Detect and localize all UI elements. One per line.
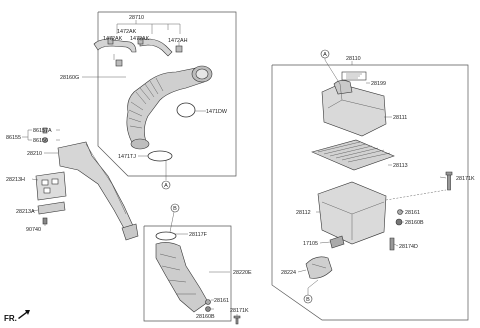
duct-frame [143, 225, 232, 322]
part-86157A[interactable]: 86157A [33, 128, 52, 134]
hose-assembly-frame [97, 11, 237, 177]
nut-86156[interactable] [42, 137, 48, 143]
bolt-28171K-right[interactable] [445, 171, 453, 191]
air-cleaner-frame [271, 64, 469, 321]
part-1471DW[interactable]: 1471DW [206, 109, 228, 115]
callout-a-right: A [320, 49, 330, 59]
bracket-28213A[interactable] [37, 201, 66, 215]
part-28213H[interactable]: 28213H [6, 177, 25, 183]
part-28161-lower[interactable]: 28161 [214, 298, 229, 304]
leader-lines [22, 20, 447, 316]
front-label: FR. [4, 314, 17, 323]
air-duct-28220E[interactable] [155, 242, 209, 313]
mount-17105[interactable] [329, 235, 345, 249]
part-90740[interactable]: 90740 [26, 227, 41, 233]
part-17105[interactable]: 17105 [303, 241, 318, 247]
part-28210[interactable]: 28210 [27, 151, 42, 157]
callout-b-duct: B [170, 203, 180, 213]
clip-28161-lower[interactable] [205, 299, 211, 305]
part-28117F[interactable]: 28117F [189, 232, 208, 238]
part-86155[interactable]: 86155 [6, 135, 21, 141]
part-28113[interactable]: 28113 [393, 163, 408, 169]
part-1472AK-a[interactable]: 1472AK [117, 29, 137, 35]
part-28160B-lower[interactable]: 28160B [196, 314, 215, 320]
part-28160B-right[interactable]: 28160B [405, 220, 424, 226]
part-1472AK-c[interactable]: 1472AK [130, 36, 150, 42]
callout-a-top: A [161, 180, 171, 190]
part-28171K-right[interactable]: 28171K [456, 176, 475, 182]
mount-bolt-86157A[interactable] [42, 127, 48, 134]
grommet-28160B-lower[interactable] [205, 306, 211, 312]
hose-clamp-1471TJ[interactable] [147, 150, 173, 162]
part-28213A[interactable]: 28213A [16, 209, 35, 215]
callout-a-right-label: A [323, 52, 327, 58]
callout-a-top-label: A [164, 183, 168, 189]
small-hose-assembly[interactable] [93, 37, 183, 67]
filter-element-28113[interactable] [311, 139, 395, 171]
hose-clamp-1471DW[interactable] [176, 102, 196, 118]
part-28111[interactable]: 28111 [393, 115, 407, 121]
part-28161-right[interactable]: 28161 [405, 210, 420, 216]
front-arrow-icon [18, 310, 30, 319]
clip-90740[interactable] [42, 217, 48, 225]
part-labels: 28710 1472AK 1472AK 1472AK 1472AH 28160G… [6, 15, 475, 320]
callout-b-right-label: B [306, 297, 310, 303]
part-28112[interactable]: 28112 [296, 210, 311, 216]
part-28220E[interactable]: 28220E [233, 270, 252, 276]
resonator-bracket-28213H[interactable] [35, 171, 67, 201]
part-28710[interactable]: 28710 [129, 15, 144, 21]
callout-b-right: B [303, 294, 313, 304]
bracket-28174D[interactable] [389, 237, 395, 251]
part-28160G[interactable]: 28160G [60, 75, 79, 81]
gasket-28117F[interactable] [155, 231, 177, 241]
part-28224[interactable]: 28224 [281, 270, 296, 276]
air-intake-duct-28210[interactable] [57, 141, 139, 241]
callout-b-duct-label: B [173, 206, 177, 212]
part-86156[interactable]: 86156 [33, 138, 48, 144]
insulator-28224[interactable] [305, 256, 333, 279]
part-1472AK-b[interactable]: 1472AK [103, 36, 123, 42]
intake-hose-28160G[interactable] [126, 65, 213, 150]
part-28110[interactable]: 28110 [346, 56, 361, 62]
bolt-28171K-lower[interactable] [233, 315, 241, 325]
part-1471TJ[interactable]: 1471TJ [118, 154, 136, 160]
label-28199[interactable] [341, 71, 367, 81]
part-28199[interactable]: 28199 [371, 81, 386, 87]
part-28174D[interactable]: 28174D [399, 244, 418, 250]
air-cleaner-body-28112[interactable] [317, 181, 387, 245]
part-28171K-lower[interactable]: 28171K [230, 308, 249, 314]
part-1472AH[interactable]: 1472AH [168, 38, 188, 44]
front-orientation-marker: FR. [4, 310, 30, 323]
air-cleaner-cover-28111[interactable] [321, 80, 387, 137]
